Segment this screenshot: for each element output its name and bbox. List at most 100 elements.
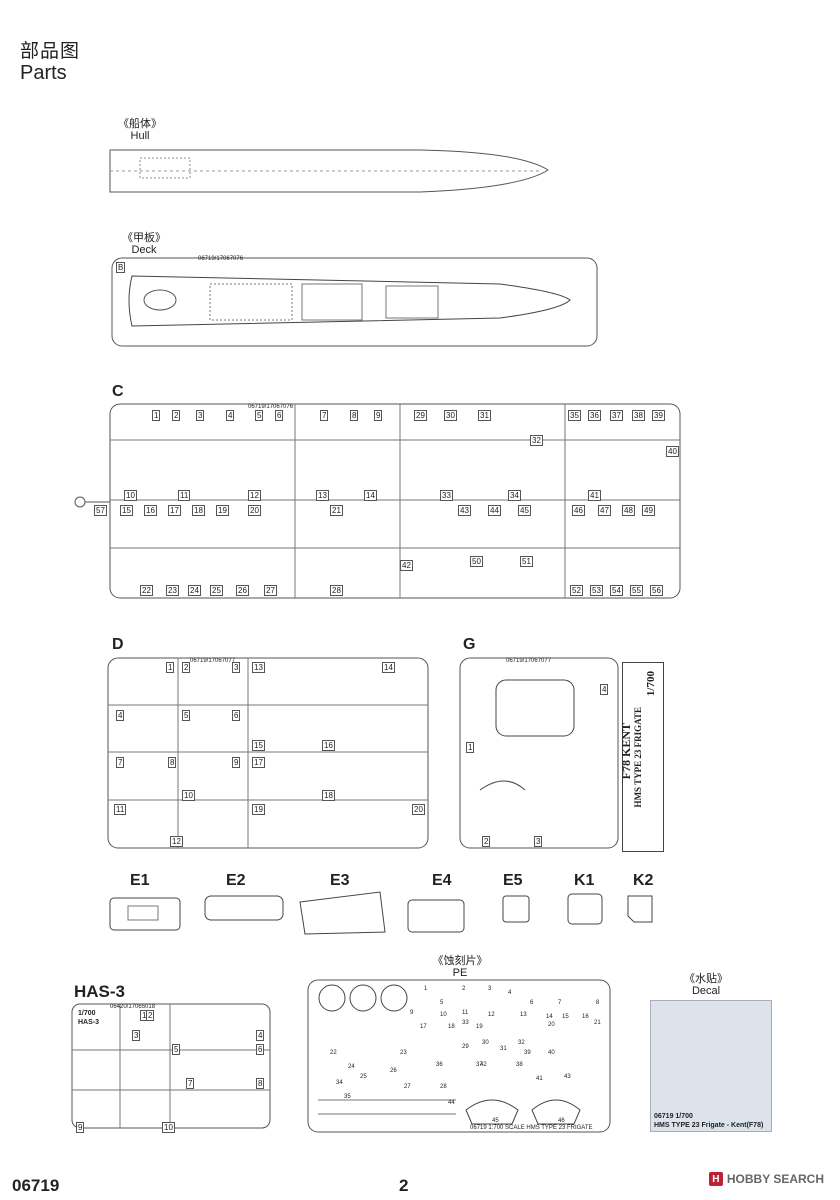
sprue-d-part-14: 14 [382, 662, 395, 673]
sprue-c-part-38: 38 [632, 410, 645, 421]
sprue-d-part-10: 10 [182, 790, 195, 801]
sprue-d-part-18: 18 [322, 790, 335, 801]
has3-title: HAS-3 [74, 982, 126, 1001]
sprue-d-frame [107, 657, 429, 849]
part-e1-drawing [109, 897, 181, 931]
sprue-d-part-15: 15 [252, 740, 265, 751]
sprue-c-part-49: 49 [642, 505, 655, 516]
pe-part-2: 2 [462, 986, 466, 992]
deck-sprue-frame [111, 257, 598, 347]
sprue-c-part-13: 13 [316, 490, 329, 501]
sprue-d-part-9: 9 [232, 757, 241, 768]
pe-part-27: 27 [404, 1084, 411, 1090]
sprue-c-part-31: 31 [478, 410, 491, 421]
sprue-g-part-2: 2 [482, 836, 491, 847]
pe-part-39: 39 [524, 1050, 531, 1056]
pe-part-30: 30 [482, 1040, 489, 1046]
sprue-g-part-3: 3 [534, 836, 543, 847]
sprue-c-part-52: 52 [570, 585, 583, 596]
pe-part-31: 31 [500, 1046, 507, 1052]
sprue-c-part-37: 37 [610, 410, 623, 421]
sprue-d-part-4: 4 [116, 710, 125, 721]
has3-part-5: 5 [172, 1044, 181, 1055]
page-title-en: Parts [20, 62, 67, 84]
sprue-c-part-30: 30 [444, 410, 457, 421]
pe-part-43: 43 [564, 1074, 571, 1080]
pe-part-36: 36 [436, 1062, 443, 1068]
sprue-d-title: D [112, 636, 124, 653]
deck-drawing [128, 275, 571, 327]
pe-part-18: 18 [448, 1024, 455, 1030]
pe-fret-frame [307, 979, 611, 1133]
page-title-zh: 部品图 [20, 41, 81, 62]
pe-part-29: 29 [462, 1044, 469, 1050]
pe-part-13: 13 [520, 1012, 527, 1018]
pe-part-45: 45 [492, 1118, 499, 1124]
part-k1-label: K1 [574, 872, 595, 889]
pe-part-7: 7 [558, 1000, 562, 1006]
sprue-c-part-46: 46 [572, 505, 585, 516]
sprue-c-part-41: 41 [588, 490, 601, 501]
decal-sheet [650, 1000, 772, 1132]
has3-part-8: 8 [256, 1078, 265, 1089]
sprue-c-part-4: 4 [226, 410, 235, 421]
watermark-text: HOBBY SEARCH [726, 1172, 824, 1186]
pe-part-32: 32 [518, 1040, 525, 1046]
deck-sprue-letter: B [116, 262, 126, 273]
pe-part-14: 14 [546, 1014, 553, 1020]
side-text-scale: 1/700 [645, 671, 657, 697]
sprue-c-part-19: 19 [216, 505, 229, 516]
sprue-c-part-32: 32 [530, 435, 543, 446]
hull-label-zh: 《船体》 [118, 118, 162, 130]
sprue-c-part-44: 44 [488, 505, 501, 516]
pe-part-41: 41 [536, 1076, 543, 1082]
sprue-g-title: G [463, 636, 476, 653]
sprue-g-part-4: 4 [600, 684, 609, 695]
sprue-d-part-11: 11 [114, 804, 127, 815]
watermark: H HOBBY SEARCH [708, 1172, 824, 1186]
pe-part-25: 25 [360, 1074, 367, 1080]
pe-part-9: 9 [410, 1010, 414, 1016]
sprue-d-part-1: 1 [166, 662, 175, 673]
part-e5-label: E5 [503, 872, 523, 889]
sprue-d-code: 06719/17067077 [190, 658, 236, 664]
sprue-c-part-56: 56 [650, 585, 663, 596]
sprue-c-part-40: 40 [666, 446, 679, 457]
sprue-c-part-39: 39 [652, 410, 665, 421]
sprue-c-part-11: 11 [178, 490, 191, 501]
sprue-c-part-2: 2 [172, 410, 181, 421]
sprue-c-part-24: 24 [188, 585, 201, 596]
pe-part-1: 1 [424, 986, 428, 992]
pe-fret-caption: 06719 1:700 SCALE HMS TYPE 23 FRIGATE [470, 1125, 593, 1131]
footer-product-code: 06719 [12, 1176, 60, 1195]
pe-part-19: 19 [476, 1024, 483, 1030]
part-e4-drawing [407, 899, 465, 933]
has3-part-3: 3 [132, 1030, 141, 1041]
pe-part-15: 15 [562, 1014, 569, 1020]
part-e3-drawing [299, 891, 386, 935]
sprue-c-part-3: 3 [196, 410, 205, 421]
sprue-d-part-20: 20 [412, 804, 425, 815]
has3-part-4: 4 [256, 1030, 265, 1041]
deck-sprue-code: 06719/17067076 [198, 256, 244, 262]
pe-part-20: 20 [548, 1022, 555, 1028]
decal-caption-line1: 06719 1/700 [654, 1113, 693, 1120]
part-e2-drawing [204, 895, 284, 921]
sprue-c-part-22: 22 [140, 585, 153, 596]
hull-label: 《船体》 Hull [110, 118, 170, 142]
part-e2-label: E2 [226, 872, 246, 889]
sprue-c-part-55: 55 [630, 585, 643, 596]
sprue-c-code: 06719/17067076 [248, 404, 294, 410]
part-e1-label: E1 [130, 872, 150, 889]
sprue-c-frame [109, 403, 681, 599]
pe-part-21: 21 [594, 1020, 601, 1026]
sprue-c-part-26: 26 [236, 585, 249, 596]
pe-part-12: 12 [488, 1012, 495, 1018]
sprue-c-part-34: 34 [508, 490, 521, 501]
pe-part-4: 4 [508, 990, 512, 996]
sprue-c-part-17: 17 [168, 505, 181, 516]
hobby-search-logo-icon: H [708, 1172, 723, 1186]
sprue-c-part-47: 47 [598, 505, 611, 516]
sprue-c-part-28: 28 [330, 585, 343, 596]
sprue-d-part-13: 13 [252, 662, 265, 673]
